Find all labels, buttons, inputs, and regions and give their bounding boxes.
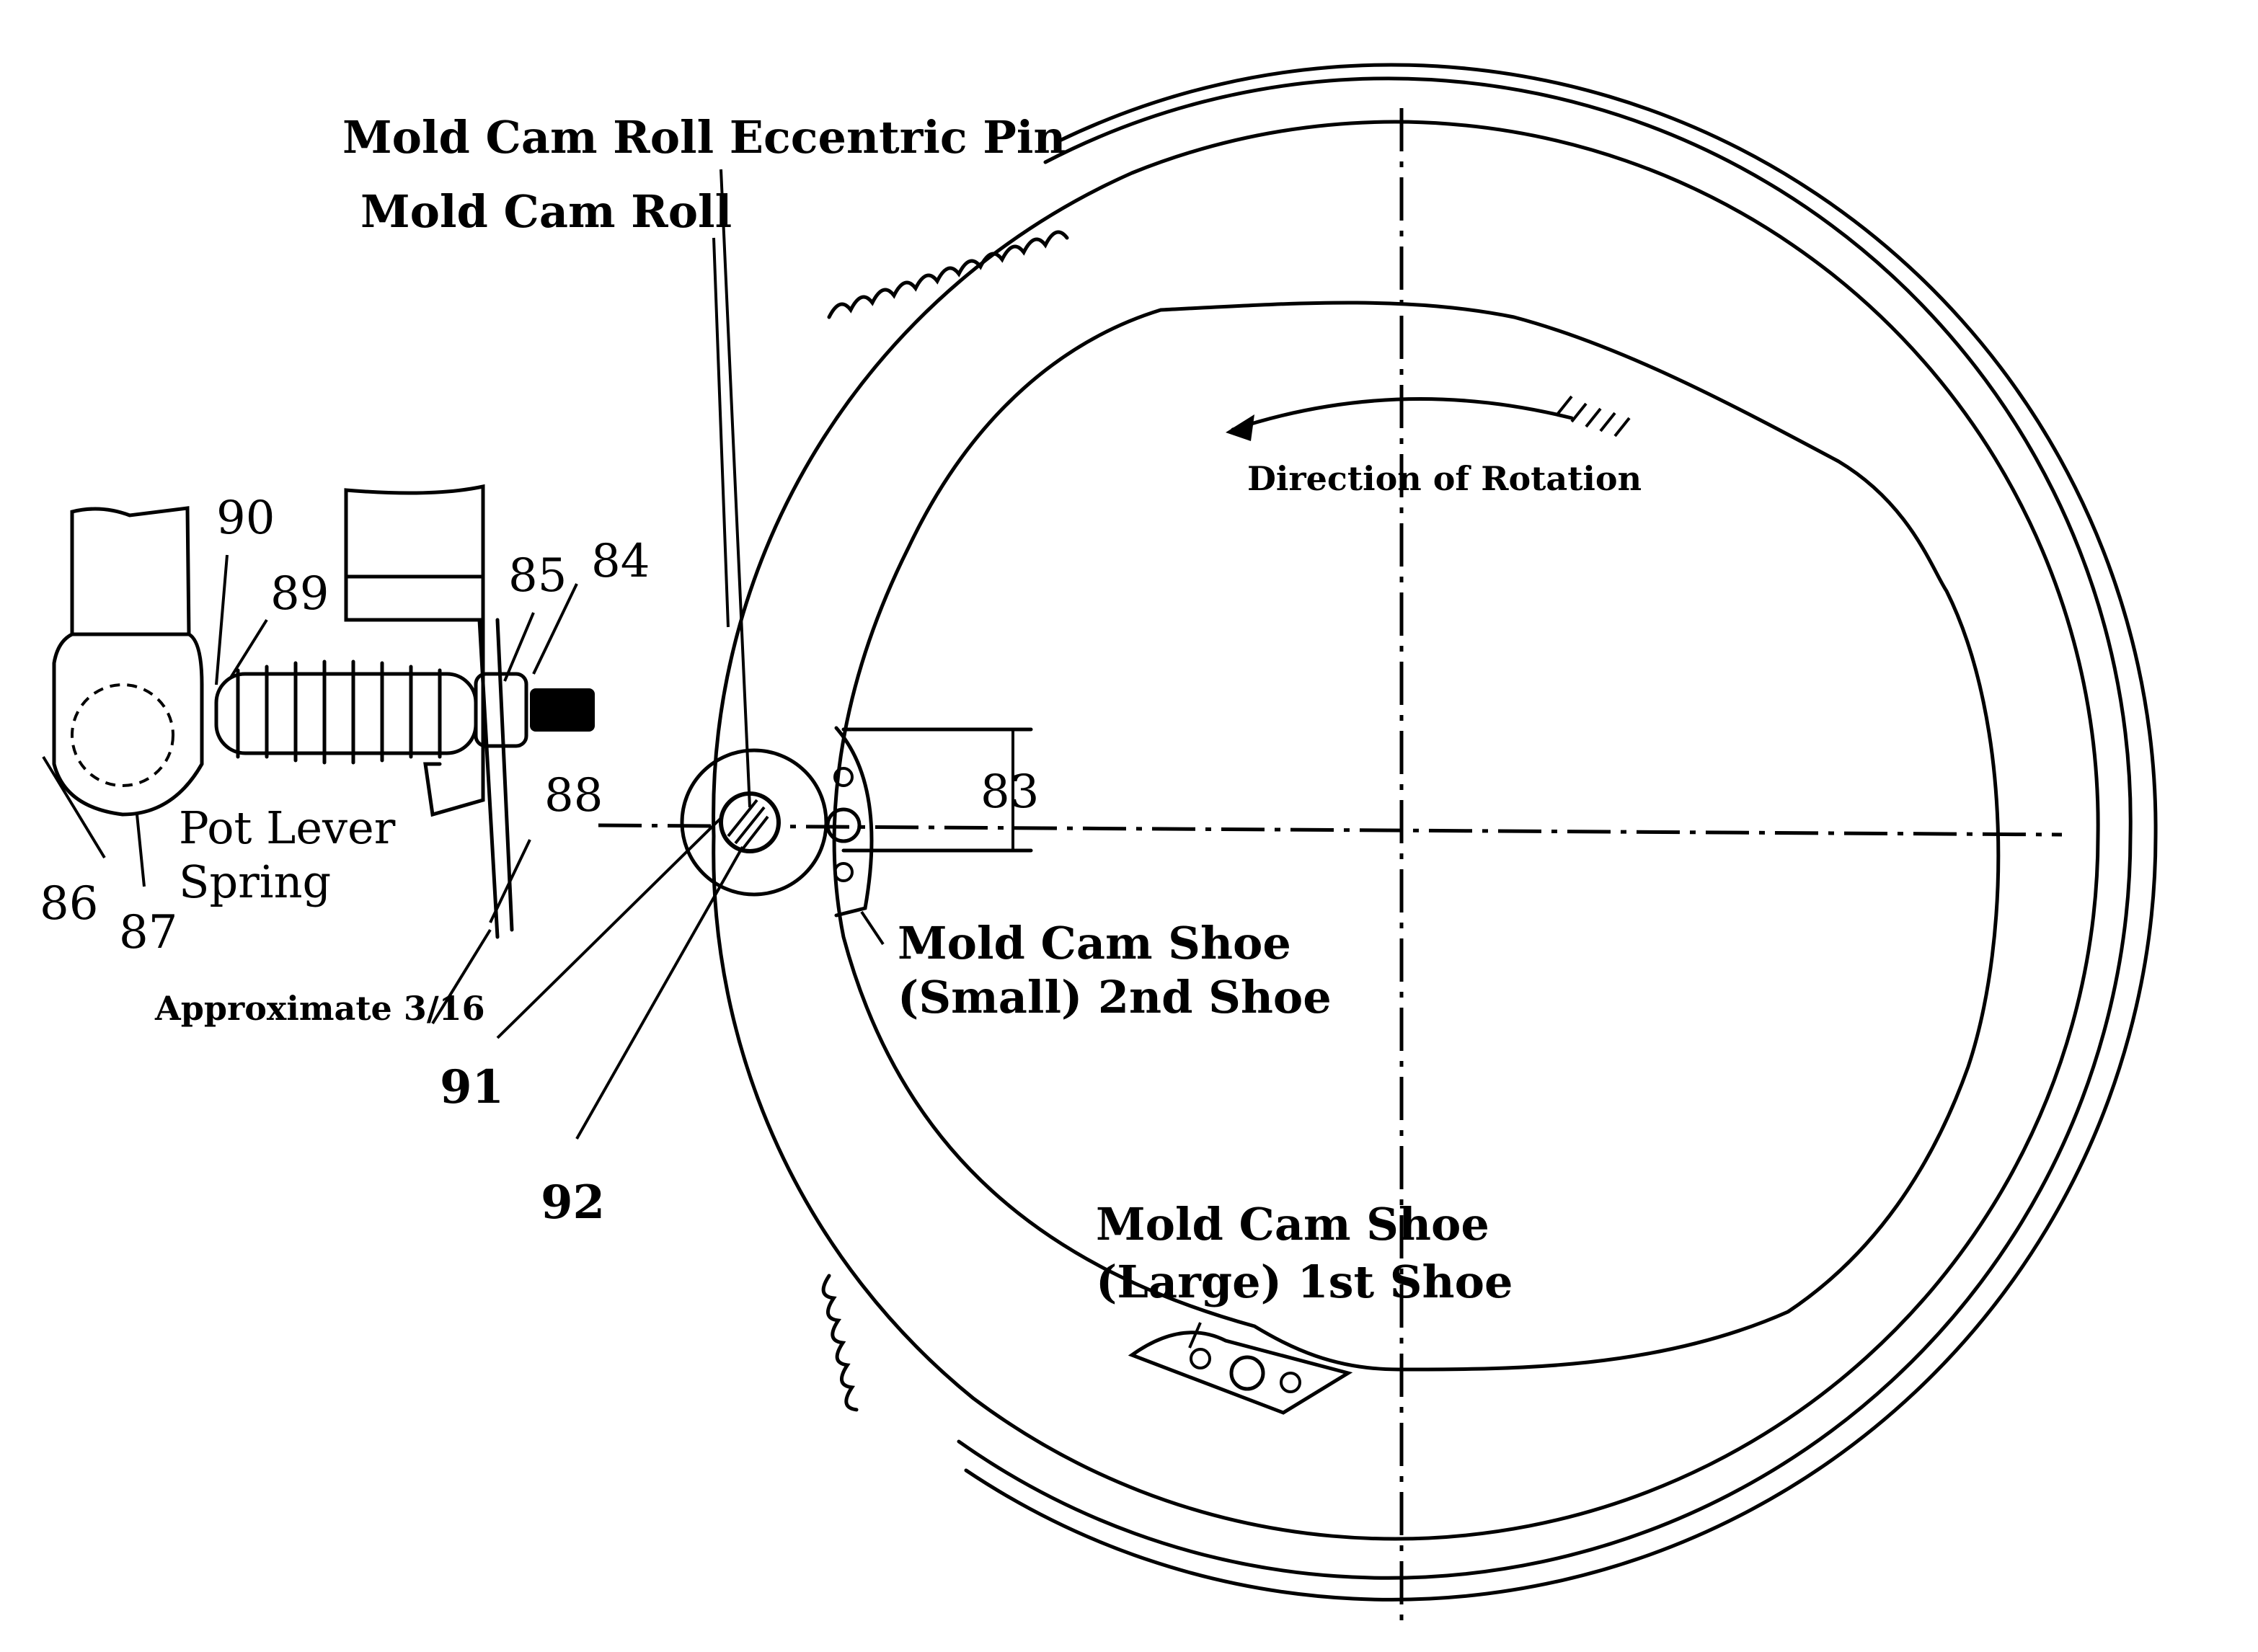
small-shoe-label-2: (Small) 2nd Shoe (898, 971, 1332, 1023)
screw-icon (1190, 1348, 1211, 1369)
outer-ring-edge (964, 63, 2158, 1602)
plate-88 (477, 618, 500, 939)
callout-92: 92 (541, 1176, 605, 1230)
callout-89: 89 (270, 567, 329, 621)
callout-87: 87 (119, 906, 177, 959)
callout-83: 83 (980, 765, 1039, 819)
hatch-marks (1556, 395, 1631, 438)
lever-arm (52, 506, 204, 817)
pot-lever-assembly (52, 484, 595, 939)
gap-note-label: Approximate 3/16 (154, 989, 485, 1028)
callout-85: 85 (508, 549, 567, 603)
screw-icon (1229, 1355, 1265, 1391)
small-shoe-outline (834, 726, 874, 918)
callout-91: 91 (440, 1060, 504, 1114)
screw-icon (833, 767, 854, 787)
large-shoe-label-1: Mold Cam Shoe (1096, 1198, 1489, 1251)
bracket-section (344, 574, 485, 817)
large-shoe-outline (1128, 1331, 1353, 1415)
threaded-rod (530, 688, 595, 732)
screw-icon (825, 807, 862, 843)
callout-90: 90 (216, 492, 275, 545)
callout-84: 84 (591, 535, 650, 588)
small-shoe-label-1: Mold Cam Shoe (898, 917, 1291, 969)
outer-ring-inner-edge (957, 76, 2133, 1580)
gear-teeth-top (827, 230, 1069, 319)
cam-profile (832, 301, 2001, 1372)
large-shoe-label-2: (Large) 1st Shoe (1096, 1256, 1513, 1308)
ring-inner-boundary (712, 120, 2100, 1541)
spring-label-2: Spring (179, 856, 331, 908)
gear-teeth-bottom (821, 1274, 859, 1412)
pot-lever-spring (214, 660, 478, 765)
arrow-head-icon (1226, 414, 1254, 441)
leader-lines (42, 169, 1202, 1349)
bracket (344, 484, 485, 622)
leader-92 (575, 846, 744, 1140)
screw-icon (1280, 1372, 1301, 1393)
spring-label-1: Pot Lever (179, 801, 396, 854)
large-shoe (1128, 1331, 1353, 1415)
dimension-83 (841, 727, 1033, 853)
rotation-label: Direction of Rotation (1247, 459, 1642, 498)
screw-icon (833, 862, 854, 882)
leader-cam-roll (712, 237, 730, 628)
pivot-dashed (71, 683, 174, 787)
rotation-arrow (1226, 395, 1631, 441)
cam-roll-label: Mold Cam Roll (360, 185, 732, 238)
leader-eccentric-pin (720, 169, 751, 808)
outer-ring (712, 63, 2158, 1602)
horizontal-centerline (598, 823, 2063, 837)
small-shoe (825, 726, 874, 918)
pin-hatch (727, 799, 769, 851)
eccentric-pin-label: Mold Cam Roll Eccentric Pin (342, 111, 1066, 164)
callout-86: 86 (40, 877, 98, 931)
rotation-arc (1231, 397, 1574, 432)
callout-88: 88 (544, 769, 603, 822)
mold-cam-roll (680, 748, 828, 897)
leader-91 (496, 817, 722, 1039)
